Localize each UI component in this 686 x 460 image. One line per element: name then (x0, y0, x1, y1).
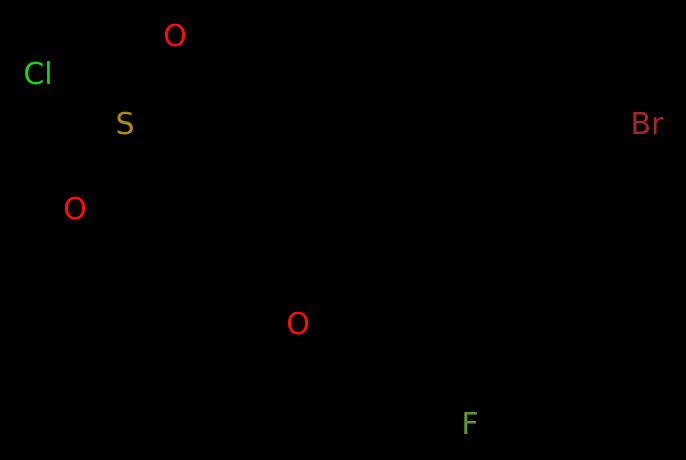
atom-oxygen-sulfonyl-bottom: O (63, 192, 87, 227)
atom-bromine: Br (630, 107, 664, 142)
atom-oxygen-furan: O (286, 307, 310, 342)
atom-oxygen-sulfonyl-top: O (163, 19, 187, 54)
atom-fluorine: F (461, 407, 479, 442)
atom-sulfur: S (115, 107, 135, 142)
atom-chlorine: Cl (23, 57, 53, 92)
